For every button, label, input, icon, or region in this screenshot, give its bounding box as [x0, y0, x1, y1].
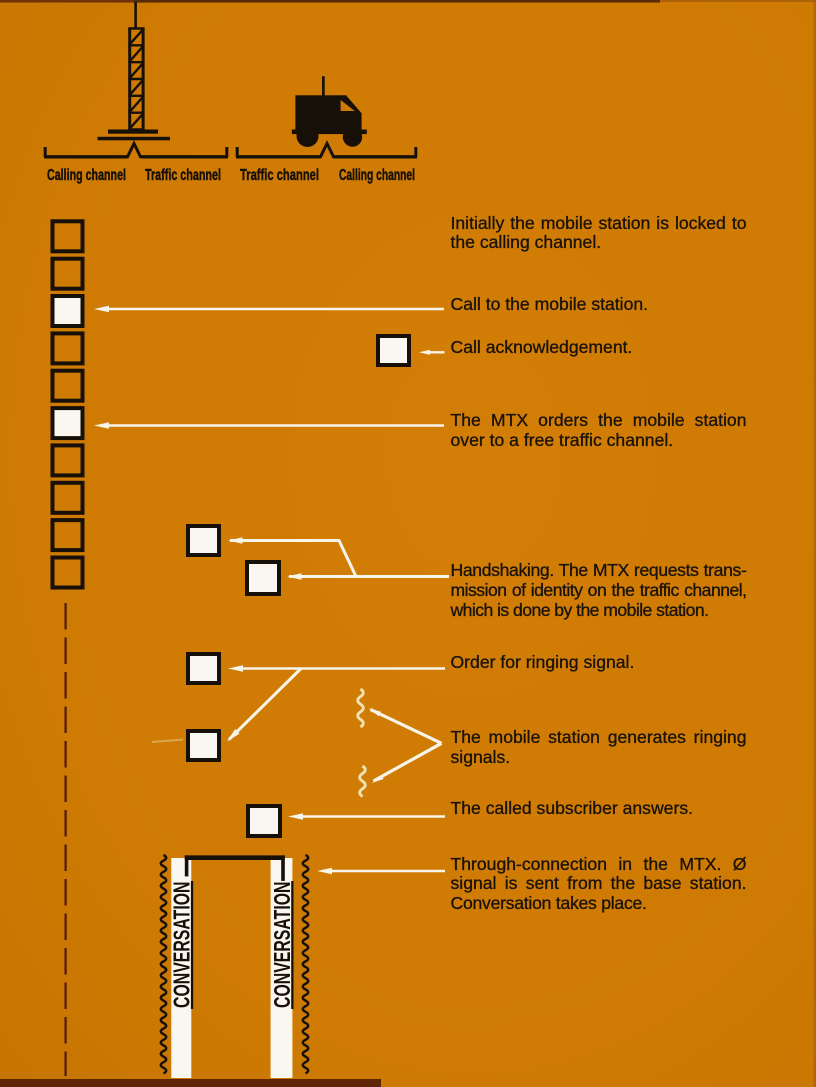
svg-text:Calling channel: Calling channel — [47, 167, 126, 184]
svg-text:CONVERSATION: CONVERSATION — [269, 882, 295, 1009]
svg-text:Calling channel: Calling channel — [339, 167, 415, 184]
svg-text:Traffic channel: Traffic channel — [145, 167, 221, 184]
svg-text:Traffic channel: Traffic channel — [240, 167, 319, 184]
svg-text:CONVERSATION: CONVERSATION — [168, 882, 194, 1009]
